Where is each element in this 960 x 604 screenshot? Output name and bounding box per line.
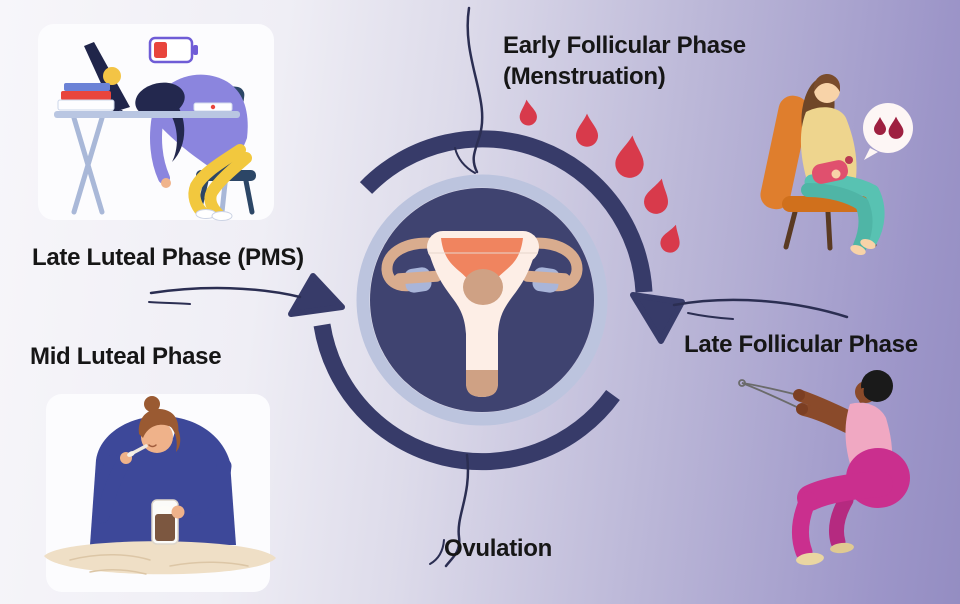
cycle-arc-top	[359, 130, 653, 293]
label-mid-luteal-phase: Mid Luteal Phase	[30, 343, 222, 370]
illustration-eating-table	[44, 394, 276, 592]
label-late-follicular-phase: Late Follicular Phase	[684, 331, 918, 358]
wooden-table	[44, 541, 276, 575]
low-battery-icon	[148, 36, 198, 64]
label-early-follicular-line2: (Menstruation)	[503, 63, 666, 90]
desk-top	[54, 42, 240, 118]
cycle-diagram	[148, 6, 849, 568]
heating-pad	[811, 160, 849, 184]
dessert-cup	[151, 499, 179, 545]
illustration-exercise-squat	[738, 370, 910, 566]
label-late-luteal-phase: Late Luteal Phase (PMS)	[32, 244, 304, 271]
connector-lines	[148, 6, 849, 568]
cycle-ring	[356, 174, 608, 426]
illustration-fatigue-desk	[38, 24, 274, 221]
illustration-menstruation-chair	[760, 73, 913, 256]
cycle-arc-bottom	[313, 323, 620, 471]
tired-person	[135, 74, 252, 221]
uterus-icon	[381, 231, 583, 397]
armchair-back	[760, 95, 809, 210]
arms-and-spoon	[94, 444, 232, 524]
speech-bubble-blood-icon	[863, 103, 913, 160]
label-early-follicular-line1: Early Follicular Phase	[503, 32, 746, 59]
person-with-heating-pad	[800, 73, 885, 256]
cycle-arrowhead-left	[288, 273, 345, 317]
person-squatting	[792, 370, 910, 566]
label-ovulation: Ovulation	[444, 535, 552, 562]
label-early-follicular-phase: Early Follicular Phase (Menstruation)	[503, 30, 746, 92]
resistance-band	[738, 379, 802, 410]
cycle-arrowhead-right	[630, 292, 685, 344]
